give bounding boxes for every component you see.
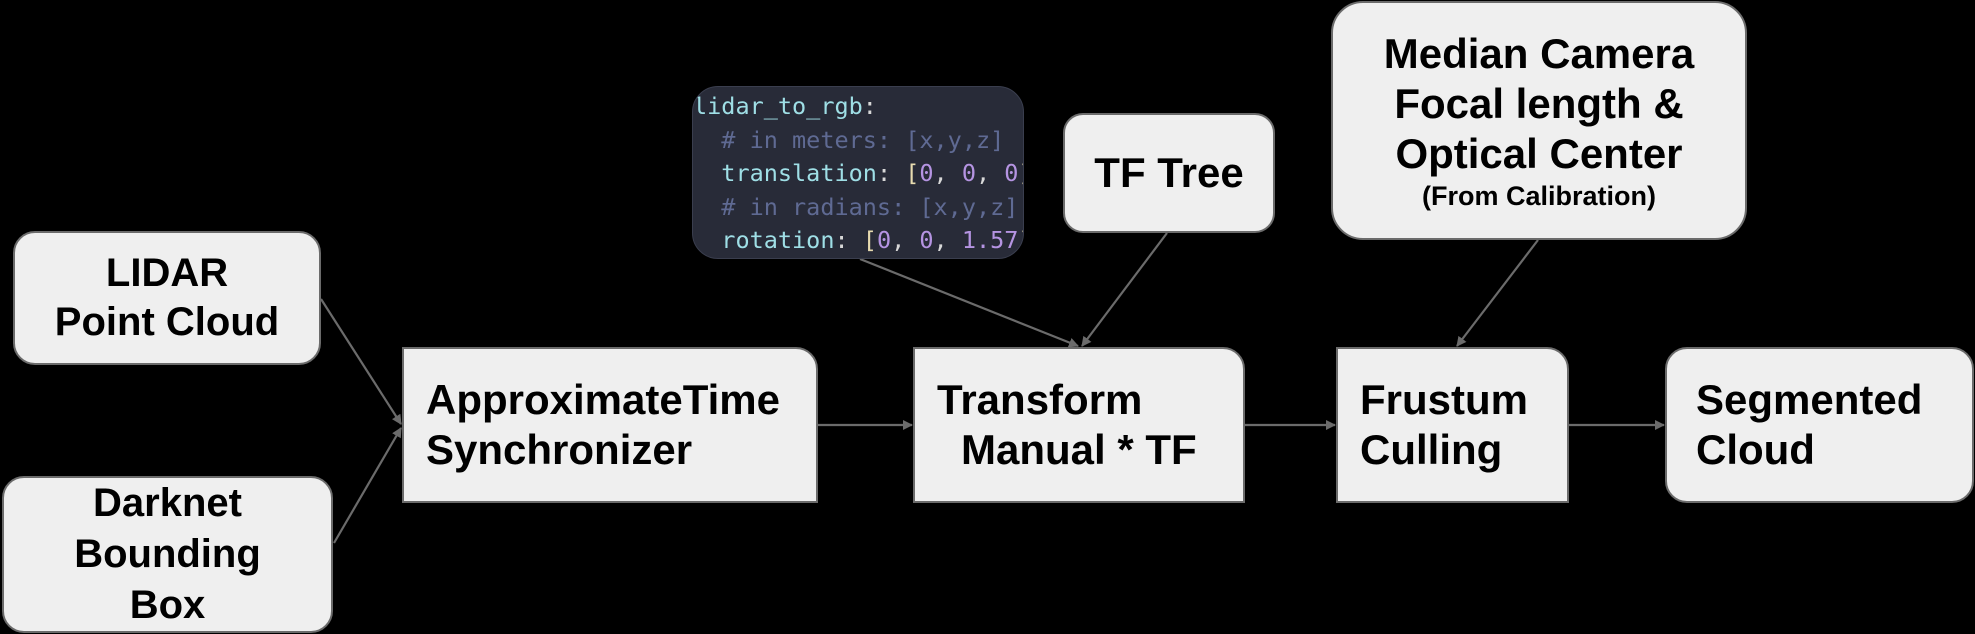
code-key: rotation (721, 226, 835, 254)
code-number: 0 (876, 226, 892, 254)
code-number: 1.57 (961, 226, 1019, 254)
node-segmented-cloud: Segmented Cloud (1665, 347, 1974, 503)
code-snippet-lidar-to-rgb: lidar_to_rgb: # in meters: [x,y,z] trans… (692, 86, 1024, 259)
code-number: 0 (919, 159, 934, 187)
code-number: 0 (1004, 159, 1019, 187)
node-label: Cloud (1696, 426, 1815, 473)
code-key: lidar_to_rgb (693, 92, 863, 120)
code-line: lidar_to_rgb: (693, 92, 877, 120)
code-line: # in radians: [x,y,z] (693, 191, 1023, 225)
node-lidar-point-cloud: LIDAR Point Cloud (13, 231, 321, 365)
code-number: 0 (919, 226, 934, 254)
node-label: Manual * TF (961, 426, 1197, 473)
node-label: Synchronizer (426, 426, 693, 473)
node-label: TF Tree (1094, 149, 1244, 196)
node-transform: Transform Manual * TF (913, 347, 1245, 503)
node-label: Darknet (93, 481, 242, 525)
node-approximate-time-synchronizer: ApproximateTime Synchronizer (402, 347, 818, 503)
node-tf-tree: TF Tree (1063, 113, 1275, 233)
code-number: 0 (961, 159, 976, 187)
edge-darknet-to-sync (333, 427, 402, 544)
node-label: Frustum (1360, 376, 1528, 423)
node-median-camera: Median Camera Focal length & Optical Cen… (1331, 1, 1747, 240)
node-label: Box (129, 583, 206, 627)
code-key: translation (721, 159, 877, 187)
node-label: Optical Center (1395, 129, 1683, 177)
node-frustum-culling: Frustum Culling (1336, 347, 1569, 503)
edge-tftree-to-transform (1081, 232, 1168, 347)
node-label: LIDAR (105, 251, 229, 295)
code-comment: # in meters: [x,y,z] (721, 125, 1005, 154)
node-label: Culling (1360, 426, 1503, 473)
node-label: ApproximateTime (426, 376, 780, 423)
node-darknet-bounding-box: Darknet Bounding Box (2, 476, 333, 633)
code-line: # in meters: [x,y,z] (693, 124, 1023, 158)
edge-lidar-to-sync (320, 298, 402, 425)
code-comment: # in radians: [x,y,z] (721, 192, 1019, 221)
node-label: Point Cloud (54, 300, 280, 344)
node-label: Transform (937, 376, 1143, 423)
code-line: rotation: [0, 0, 1.57] (721, 226, 1023, 254)
edge-camera-to-frustum (1456, 239, 1539, 347)
code-line: translation: [0, 0, 0] (721, 159, 1023, 187)
node-label: Focal length & (1394, 79, 1684, 127)
node-label: Median Camera (1383, 29, 1695, 77)
node-label: Segmented (1696, 376, 1923, 423)
node-note: (From Calibration) (1422, 180, 1656, 211)
node-label: Bounding (74, 532, 261, 576)
edge-code_snippet-to-transform (859, 257, 1079, 348)
